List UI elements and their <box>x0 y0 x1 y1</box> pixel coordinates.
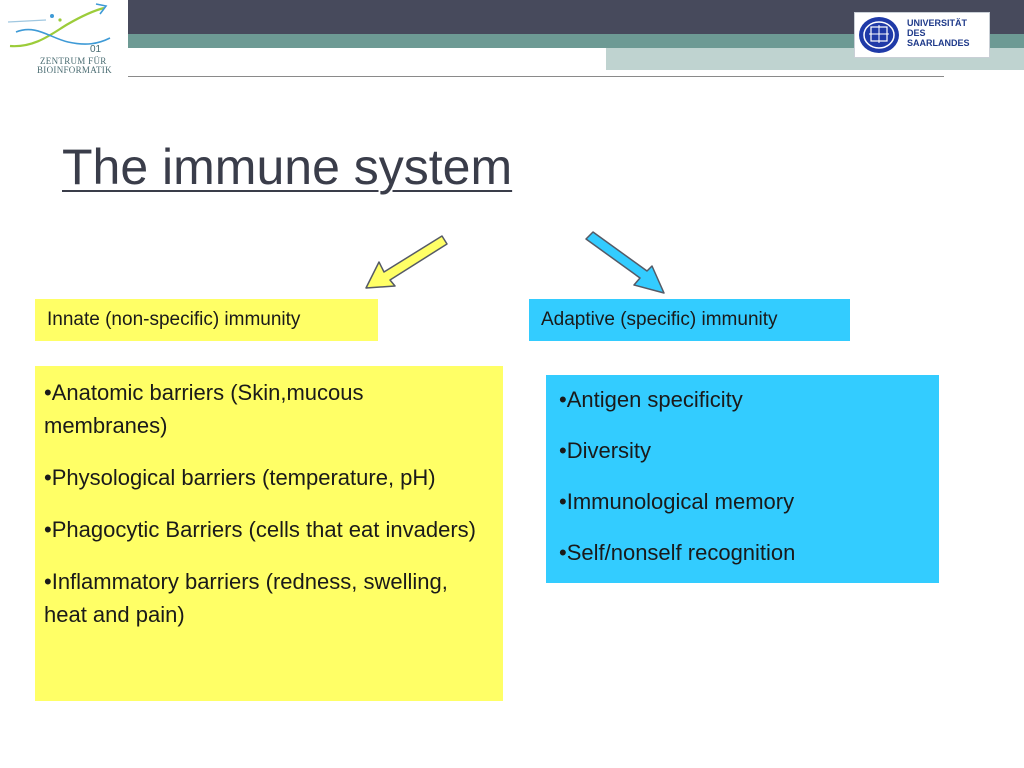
list-item: •Physological barriers (temperature, pH) <box>44 465 436 490</box>
svg-text:01: 01 <box>90 44 102 55</box>
banner-teal-band <box>128 34 1024 48</box>
innate-immunity-box: •Anatomic barriers (Skin,mucous membrane… <box>35 366 503 701</box>
list-item: •Immunological memory <box>559 489 795 514</box>
logo-left-line2: BIOINFORMATIK <box>37 65 112 75</box>
adaptive-immunity-box: •Antigen specificity •Diversity •Immunol… <box>546 375 939 583</box>
university-name-line3: SAARLANDES <box>907 38 970 48</box>
banner-white-notch <box>128 48 606 70</box>
arrow-down-left-icon <box>365 235 448 289</box>
list-item: •Antigen specificity <box>559 387 743 412</box>
university-seal-icon <box>859 17 899 53</box>
list-item: •Phagocytic Barriers (cells that eat inv… <box>44 517 476 542</box>
university-name-line1: UNIVERSITÄT <box>907 18 968 28</box>
innate-immunity-label: Innate (non-specific) immunity <box>35 299 378 341</box>
logo-left-line1: ZENTRUM FÜR <box>40 56 107 66</box>
universitaet-des-saarlandes-logo: UNIVERSITÄT DES SAARLANDES <box>854 12 990 58</box>
header-banner: 01 ZENTRUM FÜR BIOINFORMATIK UNIVERSITÄT… <box>0 0 1024 80</box>
list-item: •Diversity <box>559 438 652 463</box>
list-item: •Anatomic barriers (Skin,mucous membrane… <box>44 380 364 438</box>
university-name-line2: DES <box>907 28 926 38</box>
slide-title: The immune system <box>62 139 513 195</box>
list-item: •Self/nonself recognition <box>559 540 796 565</box>
university-name: UNIVERSITÄT DES SAARLANDES <box>907 18 991 48</box>
zentrum-bioinformatik-logo: 01 ZENTRUM FÜR BIOINFORMATIK <box>0 0 128 80</box>
header-divider <box>68 76 944 77</box>
list-item: •Inflammatory barriers (redness, swellin… <box>44 569 448 627</box>
arrow-down-right-icon <box>585 231 665 294</box>
adaptive-immunity-label: Adaptive (specific) immunity <box>529 299 850 341</box>
zentrum-bioinformatik-logo-icon: 01 <box>7 3 111 55</box>
